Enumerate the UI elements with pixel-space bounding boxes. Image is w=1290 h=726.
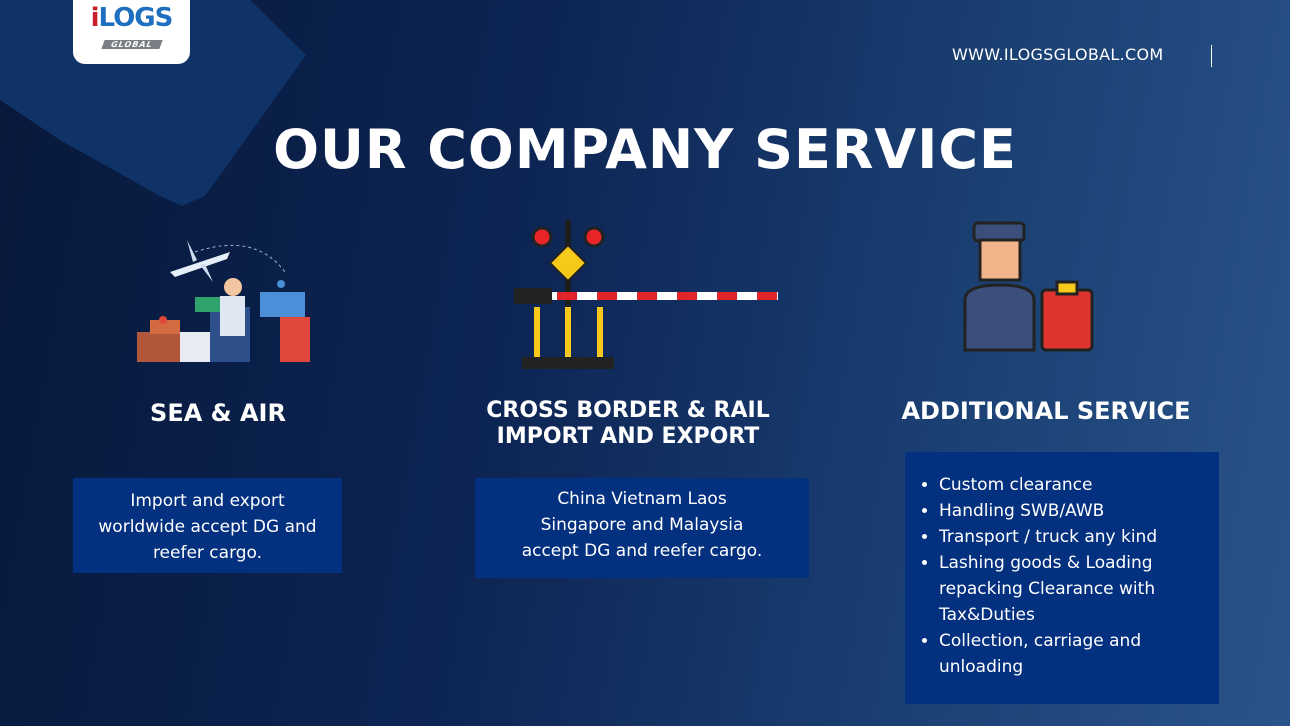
description-line: Singapore and Malaysia (540, 515, 744, 535)
divider (1211, 45, 1212, 67)
list-item: Handling SWB/AWB (939, 498, 1219, 524)
list-item: Lashing goods & Loading repacking Cleara… (939, 550, 1219, 628)
website-url[interactable]: WWW.ILOGSGLOBAL.COM (952, 45, 1164, 64)
sea-air-illustration (137, 240, 310, 362)
list-item: Custom clearance (939, 472, 1219, 498)
additional-service-list: Custom clearance Handling SWB/AWB Transp… (905, 452, 1219, 704)
company-logo[interactable]: iLOGS GLOBAL (73, 0, 190, 64)
cross-border-description: China Vietnam Laos Singapore and Malaysi… (475, 478, 809, 578)
service-title-sea-air: SEA & AIR (150, 399, 286, 427)
service-title-cross-border: CROSS BORDER & RAIL IMPORT AND EXPORT (468, 398, 788, 450)
logo-brand: iLOGS (90, 3, 174, 33)
sea-air-description: Import and export worldwide accept DG an… (73, 478, 342, 573)
title-line: CROSS BORDER & RAIL (486, 398, 770, 423)
railway-barrier-illustration (514, 220, 778, 369)
customs-officer-illustration (963, 221, 1094, 352)
logo-sub: GLOBAL (101, 40, 162, 49)
page-title: OUR COMPANY SERVICE (273, 118, 1017, 181)
description-text: Import and export worldwide accept DG an… (98, 491, 317, 563)
list-item: Transport / truck any kind (939, 524, 1219, 550)
service-title-additional: ADDITIONAL SERVICE (901, 397, 1191, 425)
description-line: China Vietnam Laos (557, 489, 727, 509)
description-line: accept DG and reefer cargo. (521, 541, 763, 561)
list-item: Collection, carriage and unloading (939, 628, 1219, 680)
title-line: IMPORT AND EXPORT (496, 424, 760, 449)
